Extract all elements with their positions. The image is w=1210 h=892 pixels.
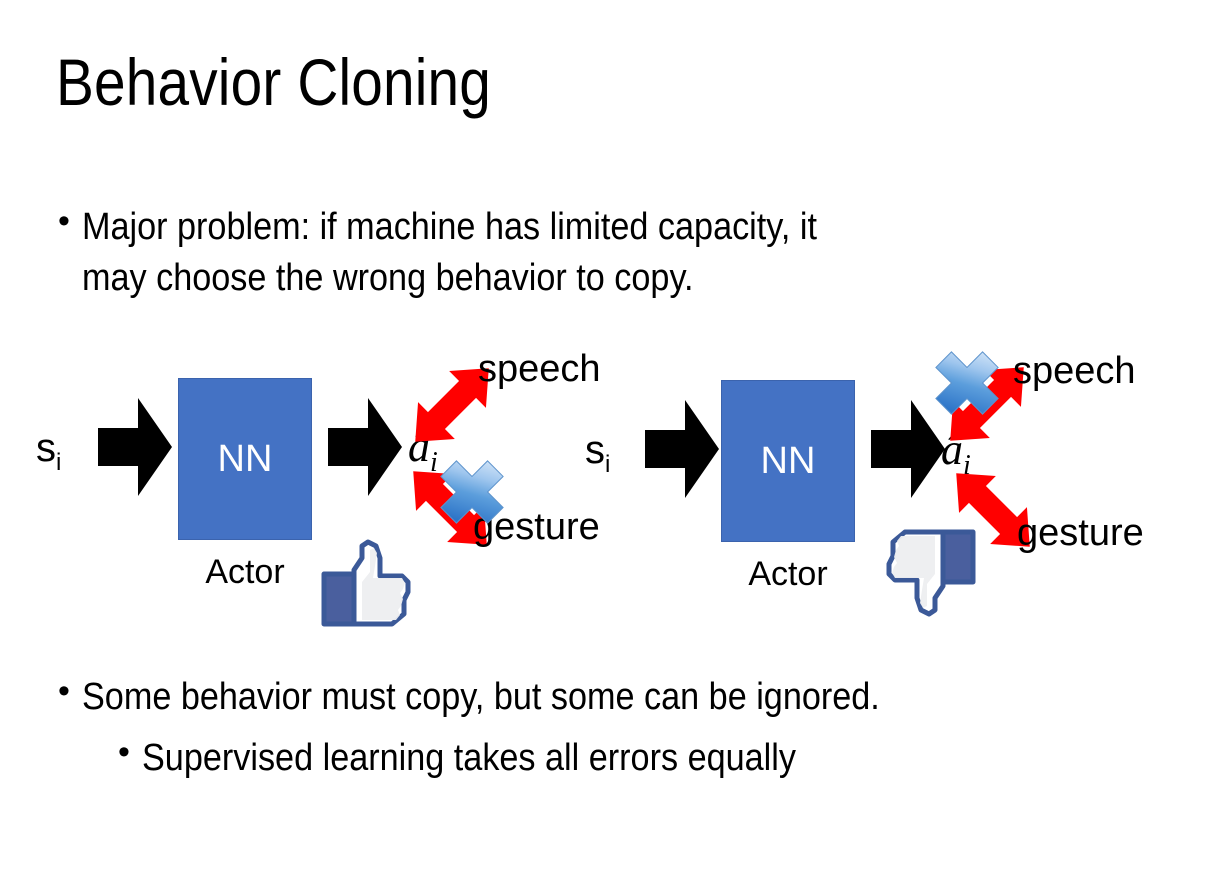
- state-label-left: si: [36, 426, 62, 476]
- diagram-left: si NN Actor âi: [30, 340, 620, 640]
- cross-out-speech-right-icon: [930, 346, 1004, 420]
- bullet-some-behavior: • Some behavior must copy, but some can …: [58, 672, 1178, 723]
- bullet-supervised-learning: • Supervised learning takes all errors e…: [118, 733, 1198, 784]
- branch-label-speech-right: speech: [1013, 350, 1136, 392]
- bullet-some-behavior-text: Some behavior must copy, but some can be…: [81, 676, 880, 718]
- thumbs-up-icon: [318, 536, 414, 630]
- diagram-right: si NN Actor âi: [575, 340, 1175, 640]
- input-arrow-left-icon: [98, 398, 172, 496]
- actor-caption-left: Actor: [205, 553, 285, 591]
- cross-out-gesture-left-icon: [435, 455, 509, 529]
- branch-arrow-gesture-right-icon: [933, 450, 1053, 570]
- branch-label-gesture-right: gesture: [1017, 512, 1144, 554]
- bullet-supervised-learning-text: Supervised learning takes all errors equ…: [141, 737, 796, 779]
- branch-arrow-speech-left-icon: [392, 345, 512, 465]
- state-label-right: si: [585, 428, 611, 478]
- input-arrow-right-icon: [645, 400, 719, 498]
- nn-box-right-label: NN: [760, 440, 816, 482]
- thumbs-down-icon: [883, 526, 979, 620]
- bullet-marker-icon: •: [118, 733, 130, 771]
- output-arrow-right-icon: [871, 400, 945, 498]
- bullet-major-problem-text: Major problem: if machine has limited ca…: [81, 206, 817, 299]
- actor-caption-right: Actor: [748, 555, 828, 593]
- bullet-marker-icon: •: [58, 202, 70, 240]
- output-arrow-left-icon: [328, 398, 402, 496]
- nn-box-left: NN: [178, 378, 312, 540]
- nn-box-right: NN: [721, 380, 855, 542]
- branch-label-speech-left: speech: [478, 348, 601, 390]
- page-title: Behavior Cloning: [56, 45, 492, 119]
- bullet-major-problem: • Major problem: if machine has limited …: [58, 202, 1158, 304]
- nn-box-left-label: NN: [217, 438, 273, 480]
- bullet-marker-icon: •: [58, 672, 70, 710]
